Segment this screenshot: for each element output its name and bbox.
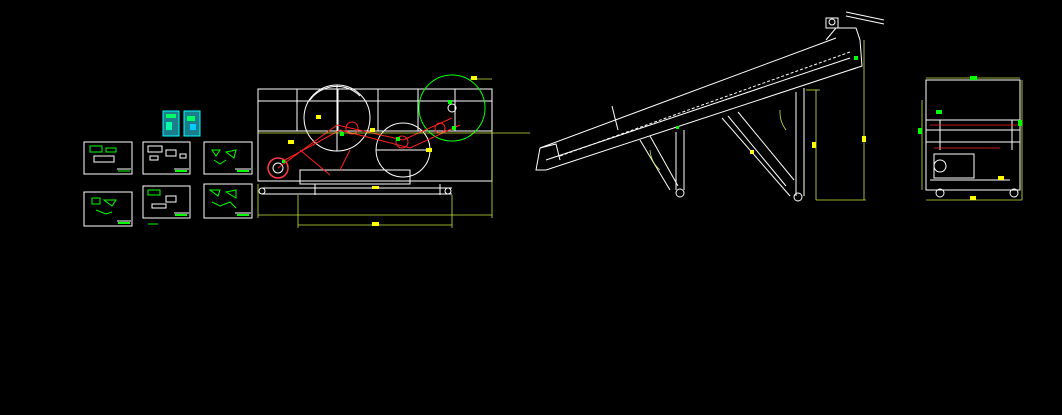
cyan-sheet-2[interactable] [183, 110, 201, 137]
cyan-sheet-1[interactable] [162, 110, 180, 137]
end-view-marks [918, 76, 1022, 200]
dimension-text-marks [288, 76, 477, 226]
drive-linkage [277, 117, 461, 176]
end-view-centerlines [930, 124, 1018, 149]
roller-machine-side-view[interactable] [257, 74, 530, 228]
sheet-2[interactable] [142, 141, 191, 175]
drum-left[interactable] [303, 84, 371, 152]
motor-wheel[interactable] [267, 157, 289, 179]
inclined-conveyor-side-view[interactable] [535, 11, 885, 202]
sheet-thumbnails [83, 110, 253, 227]
end-view-frame [925, 79, 1021, 198]
grip-points[interactable] [282, 100, 456, 163]
end-view-dimensions [921, 77, 1023, 201]
conveyor-dim-marks [750, 136, 866, 154]
sheet-5[interactable] [142, 185, 191, 225]
sheet-4[interactable] [83, 191, 133, 227]
conveyor-grips[interactable] [676, 56, 858, 129]
casters [258, 187, 452, 195]
conveyor-belt [535, 11, 885, 171]
sheet-6[interactable] [203, 183, 253, 219]
machine-end-view[interactable] [918, 76, 1023, 201]
conveyor-supports [611, 88, 805, 202]
sheet-1[interactable] [83, 141, 133, 175]
sheet-3[interactable] [203, 141, 253, 175]
